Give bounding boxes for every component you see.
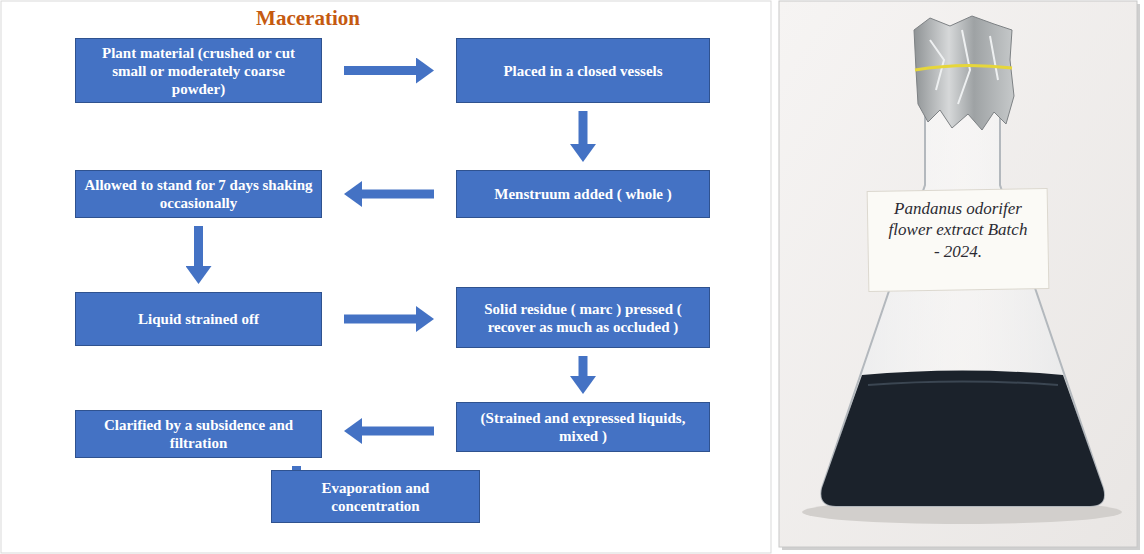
process-box: Solid residue ( marc ) pressed ( recover… — [456, 287, 710, 348]
liquid-surface — [868, 382, 1058, 386]
flow-arrow — [344, 315, 416, 324]
process-box: Liquid strained off — [75, 292, 322, 346]
flow-arrow — [362, 190, 434, 199]
flask-liquid — [821, 371, 1104, 507]
flask-label-paper — [867, 188, 1049, 291]
process-box: Menstruum added ( whole ) — [456, 170, 710, 218]
flow-arrow — [194, 226, 203, 266]
process-box: Allowed to stand for 7 days shaking occa… — [75, 170, 322, 218]
process-box: (Strained and expressed liquids, mixed ) — [456, 402, 710, 452]
step-text: Placed in a closed vessels — [503, 62, 662, 80]
flow-arrow — [344, 66, 416, 75]
foil-cap — [914, 16, 1014, 130]
diagram-title: Maceration — [256, 6, 360, 31]
step-text: (Strained and expressed liquids, mixed ) — [465, 409, 701, 445]
flow-arrow — [579, 111, 588, 144]
step-text: Evaporation and concentration — [280, 479, 471, 515]
process-box: Plant material (crushed or cut small or … — [75, 38, 322, 103]
diagram-panel — [1, 1, 771, 553]
flow-arrow — [579, 356, 588, 376]
flow-arrow — [362, 427, 434, 436]
rubber-band — [915, 65, 1012, 70]
step-text: Clarified by a subsidence and filtration — [84, 416, 313, 452]
process-box: Evaporation and concentration — [271, 470, 480, 523]
step-text: Liquid strained off — [138, 310, 259, 328]
flask-label-text: Pandanus odorifer flower extract Batch -… — [884, 198, 1032, 262]
step-text: Plant material (crushed or cut small or … — [84, 44, 313, 98]
step-text: Allowed to stand for 7 days shaking occa… — [84, 176, 313, 212]
photo-panel — [779, 1, 1137, 547]
step-text: Menstruum added ( whole ) — [494, 185, 672, 203]
process-box: Clarified by a subsidence and filtration — [75, 410, 322, 458]
step-text: Solid residue ( marc ) pressed ( recover… — [465, 300, 701, 336]
process-box: Placed in a closed vessels — [456, 38, 710, 103]
